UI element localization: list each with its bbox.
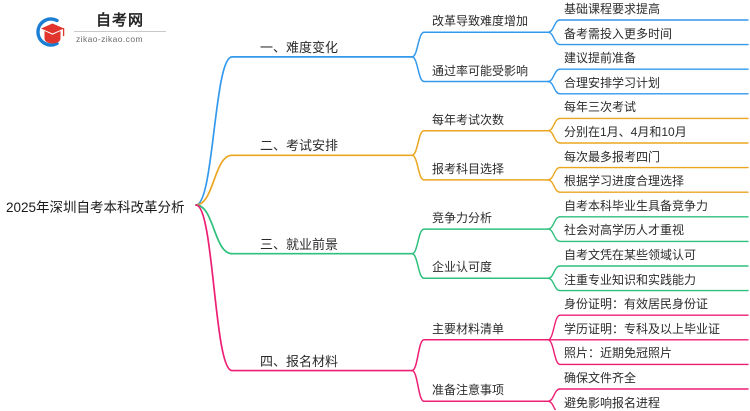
subbranch-node-2-1-label: 每年考试次数 [432,112,505,127]
subbranch-node-1-2[interactable]: 通过率可能受影响 [432,62,528,79]
subbranch-node-1-1[interactable]: 改革导致难度增加 [432,12,528,29]
branch-node-4-label: 四、报名材料 [260,353,339,369]
leaf-node-2-2-1-label: 每次最多报考四门 [564,149,661,164]
leaf-node-2-2-1[interactable]: 每次最多报考四门 [564,148,660,165]
leaf-node-3-2-2-label: 注重专业知识和实践能力 [564,272,697,287]
root-node[interactable]: 2025年深圳自考本科改革分析 [6,196,185,216]
leaf-node-3-1-1-label: 自考本科毕业生具备竞争力 [564,198,709,213]
subbranch-node-3-1-label: 竞争力分析 [432,211,493,226]
subbranch-node-3-2-label: 企业认可度 [432,260,493,275]
leaf-node-2-2-2-label: 根据学习进度合理选择 [564,174,685,189]
branch-node-1-label: 一、难度变化 [260,39,339,55]
leaf-node-1-2-2-label: 合理安排学习计划 [564,75,661,90]
leaf-node-3-2-1[interactable]: 自考文凭在某些领域认可 [564,246,696,263]
logo-domain: zikao-zikao.com [76,34,143,44]
leaf-node-4-2-1[interactable]: 确保文件齐全 [564,369,636,386]
branch-node-2[interactable]: 二、考试安排 [260,135,338,154]
leaf-node-4-2-2[interactable]: 避免影响报名进程 [564,394,660,411]
leaf-node-4-1-1[interactable]: 身份证明：有效居民身份证 [564,295,708,312]
subbranch-node-4-1-label: 主要材料清单 [432,321,505,336]
leaf-node-1-1-2-label: 备考需投入更多时间 [564,26,673,41]
subbranch-node-1-1-label: 改革导致难度增加 [432,14,529,29]
leaf-node-1-1-1-label: 基础课程要求提高 [564,2,661,16]
leaf-node-1-1-2[interactable]: 备考需投入更多时间 [564,25,672,42]
subbranch-node-2-1[interactable]: 每年考试次数 [432,111,504,128]
subbranch-node-2-2-label: 报考科目选择 [432,161,505,176]
leaf-node-2-1-2-label: 分别在1月、4月和10月 [564,125,687,139]
subbranch-node-4-2[interactable]: 准备注意事项 [432,381,504,398]
leaf-node-2-2-2[interactable]: 根据学习进度合理选择 [564,172,684,189]
leaf-node-1-2-2[interactable]: 合理安排学习计划 [564,74,660,91]
branch-node-1[interactable]: 一、难度变化 [260,37,338,56]
root-node-label: 2025年深圳自考本科改革分析 [6,200,185,215]
branch-node-4[interactable]: 四、报名材料 [260,351,338,370]
subbranch-node-4-1[interactable]: 主要材料清单 [432,320,504,337]
branch-node-2-label: 二、考试安排 [260,138,339,154]
leaf-node-3-1-2-label: 社会对高学历人才重视 [564,223,685,238]
graduation-cap-circle-icon [36,17,65,47]
leaf-node-4-1-2-label: 学历证明：专科及以上毕业证 [564,321,721,336]
leaf-node-4-1-1-label: 身份证明：有效居民身份证 [564,297,709,312]
leaf-node-3-2-2[interactable]: 注重专业知识和实践能力 [564,271,696,288]
logo-name-cn: 自考网 [74,12,166,32]
leaf-node-1-1-1[interactable]: 基础课程要求提高 [564,0,660,17]
leaf-node-4-2-1-label: 确保文件齐全 [564,371,637,385]
logo-text: 自考网 zikao-zikao.com [74,12,170,46]
subbranch-node-3-1[interactable]: 竞争力分析 [432,209,492,226]
subbranch-node-3-2[interactable]: 企业认可度 [432,258,492,275]
leaf-node-4-1-3[interactable]: 照片：近期免冠照片 [564,344,672,361]
branch-node-3-label: 三、就业前景 [260,236,339,252]
leaf-node-3-1-1[interactable]: 自考本科毕业生具备竞争力 [564,197,708,214]
site-logo: 自考网 zikao-zikao.com [28,10,168,54]
leaf-node-1-2-1[interactable]: 建议提前准备 [564,49,636,66]
leaf-node-3-2-1-label: 自考文凭在某些领域认可 [564,248,697,262]
branch-node-3[interactable]: 三、就业前景 [260,234,338,253]
leaf-node-4-1-3-label: 照片：近期免冠照片 [564,346,673,361]
leaf-node-1-2-1-label: 建议提前准备 [564,51,637,66]
leaf-node-2-1-1[interactable]: 每年三次考试 [564,98,636,115]
subbranch-node-2-2[interactable]: 报考科目选择 [432,160,504,177]
subbranch-node-4-2-label: 准备注意事项 [432,383,505,398]
leaf-node-4-2-2-label: 避免影响报名进程 [564,395,661,410]
leaf-node-4-1-2[interactable]: 学历证明：专科及以上毕业证 [564,320,720,337]
leaf-node-2-1-1-label: 每年三次考试 [564,100,637,115]
leaf-node-2-1-2[interactable]: 分别在1月、4月和10月 [564,123,687,140]
leaf-node-3-1-2[interactable]: 社会对高学历人才重视 [564,221,684,238]
subbranch-node-1-2-label: 通过率可能受影响 [432,63,529,78]
